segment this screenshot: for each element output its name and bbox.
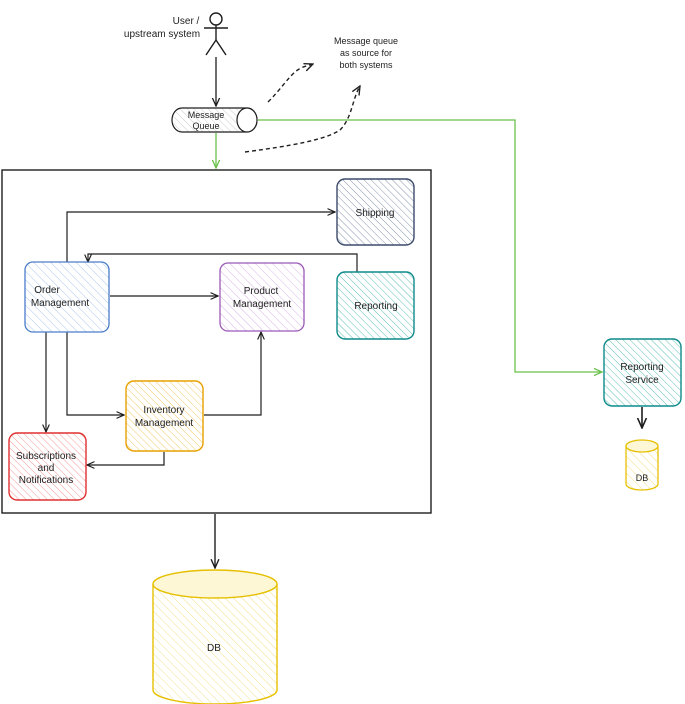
order-label-line1: Order	[34, 285, 60, 296]
subs-label-line1: Subscriptions	[16, 451, 76, 462]
product-label-line2: Management	[233, 299, 292, 310]
inventory-management-box: Inventory Management	[125, 380, 204, 452]
note-arrow-lower	[244, 86, 360, 153]
actor-icon	[204, 12, 228, 56]
reporting-service-box: Reporting Service	[603, 338, 682, 407]
shipping-box: Shipping	[336, 178, 415, 246]
reporting-service-label-line1: Reporting	[620, 362, 663, 373]
reporting-service-label-line2: Service	[625, 375, 659, 386]
note-line1: Message queue	[334, 36, 398, 46]
shipping-label: Shipping	[356, 208, 395, 219]
reporting-box: Reporting	[336, 271, 415, 340]
note-arrow-upper	[267, 64, 313, 103]
arrow-reporting-to-order	[88, 253, 358, 272]
green-arrow-queue-to-reporting-service	[258, 119, 602, 372]
system-boundary	[1, 169, 432, 514]
reporting-database: DB	[625, 439, 659, 491]
note-line2: as source for	[340, 48, 392, 58]
actor-label-line2: upstream system	[124, 29, 200, 40]
arrow-order-to-shipping	[66, 212, 335, 262]
main-database: DB	[152, 569, 278, 704]
arrow-inventory-to-product	[204, 332, 261, 416]
reporting-label: Reporting	[354, 301, 397, 312]
product-management-box: Product Management	[219, 262, 305, 332]
reporting-db-label: DB	[636, 473, 649, 483]
product-label-line1: Product	[244, 286, 279, 297]
subs-label-line3: Notifications	[19, 475, 73, 486]
inventory-label-line1: Inventory	[143, 405, 184, 416]
order-management-box: Order Management	[24, 261, 110, 333]
main-db-label: DB	[207, 643, 221, 654]
arrow-order-to-inventory	[66, 332, 124, 415]
subs-label-line2: and	[38, 463, 55, 474]
message-queue: Message Queue	[171, 107, 258, 133]
subscriptions-notifications-box: Subscriptions and Notifications	[8, 432, 87, 501]
order-label-line2: Management	[31, 298, 90, 309]
system-connections	[46, 212, 358, 465]
arrow-inventory-to-subs	[87, 452, 165, 465]
actor-label-line1: User /	[173, 16, 200, 27]
queue-label-line2: Queue	[192, 121, 219, 131]
note-line3: both systems	[339, 60, 393, 70]
queue-label-line1: Message	[188, 110, 225, 120]
inventory-label-line2: Management	[135, 418, 194, 429]
